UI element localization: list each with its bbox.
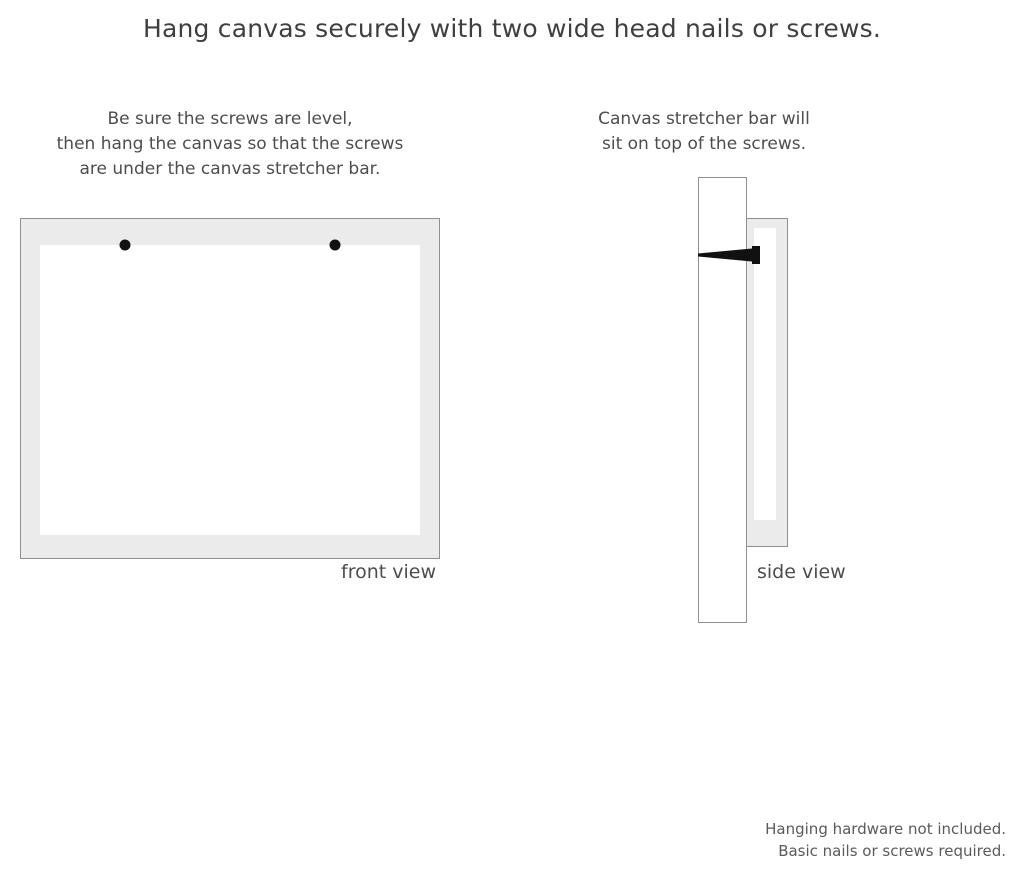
front-view-caption-line-3: are under the canvas stretcher bar. [79,159,381,179]
side-view-label: side view [757,561,846,583]
front-view-label: front view [341,561,436,583]
screw-head [752,246,760,264]
side-view-caption: Canvas stretcher bar will sit on top of … [580,107,828,157]
footer-note-line-1: Hanging hardware not included. [765,820,1006,838]
side-view-illustration [698,177,788,623]
stretcher-bar-inner [754,228,776,520]
screw-shaft [698,248,752,262]
side-view-caption-line-2: sit on top of the screws. [601,134,807,154]
page-title: Hang canvas securely with two wide head … [142,14,882,43]
front-view-caption-line-1: Be sure the screws are level, [107,109,353,129]
side-view-caption-line-1: Canvas stretcher bar will [598,109,810,129]
wall-profile [698,177,747,623]
front-view-canvas-illustration [20,218,440,559]
front-view-caption-line-2: then hang the canvas so that the screws [56,134,404,154]
footer-note-line-2: Basic nails or screws required. [778,842,1006,860]
canvas-face-inner [40,245,420,535]
screw-dot-right [329,239,341,251]
screw-dot-left [119,239,131,251]
front-view-caption: Be sure the screws are level, then hang … [20,107,440,182]
footer-note: Hanging hardware not included. Basic nai… [765,818,1006,862]
